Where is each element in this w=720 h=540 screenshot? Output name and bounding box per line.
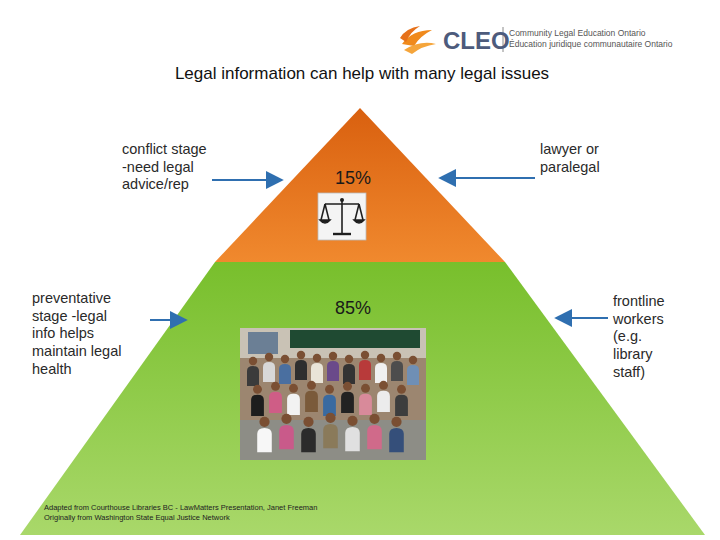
helper-callout: lawyer or paralegal: [540, 141, 620, 176]
helper-callout: frontline workers (e.g. library staff): [613, 293, 685, 381]
percentage: 15%: [335, 168, 371, 189]
logo-icon: [400, 26, 503, 54]
tier-fill: [20, 262, 705, 535]
slide-title: Legal information can help with many leg…: [0, 64, 720, 84]
percentage: 85%: [335, 298, 371, 319]
logo-subtitle: Éducation juridique communautaire Ontari…: [509, 39, 672, 50]
stage-callout: preventative stage -legal info helps mai…: [32, 290, 132, 378]
leader-arrows: [150, 178, 608, 320]
scales-icon: [318, 193, 366, 240]
logo-subtitle: Community Legal Education Ontario: [509, 28, 646, 39]
logo-wordmark: CLEO: [443, 26, 510, 55]
tier-fill: [215, 108, 505, 262]
source-note: Adapted from Courthouse Libraries BC - L…: [44, 503, 317, 512]
stage-callout: conflict stage -need legal advice/rep: [122, 141, 212, 194]
group-photo: [240, 328, 426, 460]
source-note: Originally from Washington State Equal J…: [44, 513, 230, 522]
